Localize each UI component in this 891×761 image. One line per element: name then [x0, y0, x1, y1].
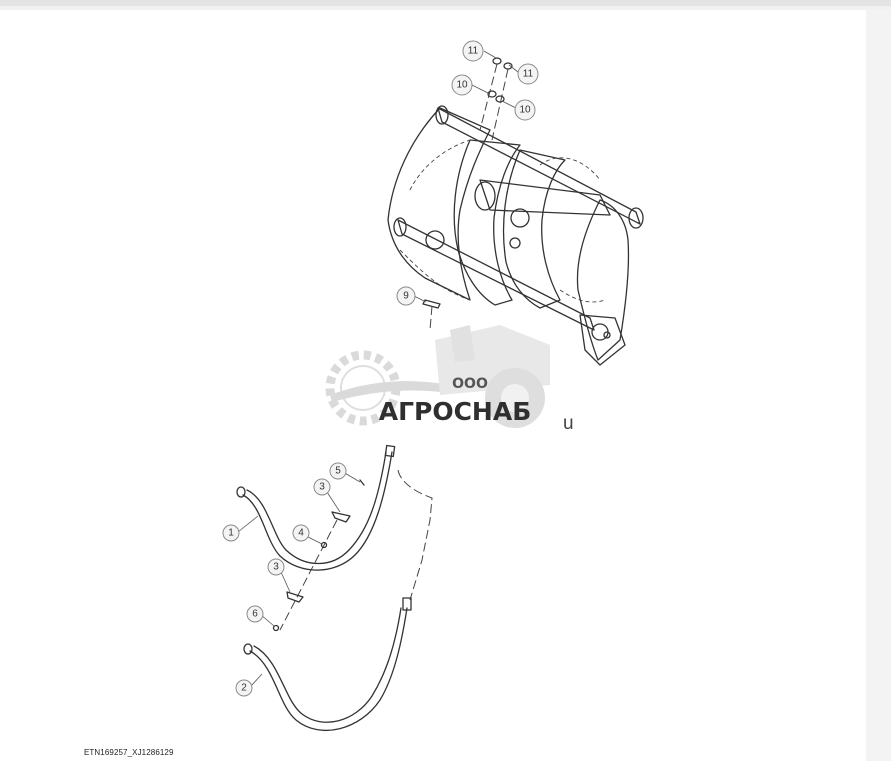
callout-10-b: 10	[514, 99, 536, 121]
top-bar	[0, 0, 891, 6]
coupler-frame-assembly	[387, 57, 644, 366]
callout-3-b-label: 3	[273, 562, 279, 573]
callout-11-b-label: 11	[523, 69, 534, 80]
callout-6-label: 6	[252, 609, 258, 620]
callout-9: 9	[396, 286, 416, 306]
callout-2: 2	[235, 679, 253, 697]
callout-9-label: 9	[403, 291, 409, 302]
callout-2-label: 2	[241, 683, 247, 694]
callout-10-b-label: 10	[519, 105, 531, 116]
watermark-company-name: АГРОСНАБ	[379, 397, 532, 426]
callout-5-label: 5	[335, 466, 341, 477]
page-gutter	[866, 10, 891, 761]
callout-10-a: 10	[451, 74, 473, 96]
callout-5: 5	[329, 462, 347, 480]
callout-4-label: 4	[298, 528, 304, 539]
callout-10-a-label: 10	[456, 80, 468, 91]
callout-6: 6	[246, 605, 264, 623]
watermark-logo	[325, 325, 550, 428]
callout-11-a: 11	[462, 40, 484, 62]
callout-3-a-label: 3	[319, 482, 325, 493]
callout-3-b: 3	[267, 558, 285, 576]
callout-11-a-label: 11	[468, 46, 479, 57]
figure-id-label: ETN169257_XJ1286129	[84, 748, 174, 757]
callout-1-label: 1	[228, 528, 234, 539]
callout-1: 1	[222, 524, 240, 542]
watermark-suffix: u	[563, 413, 574, 434]
callout-3-a: 3	[313, 478, 331, 496]
hoses-assembly	[236, 444, 433, 732]
callout-11-b: 11	[517, 63, 539, 85]
watermark-prefix: ООО	[452, 376, 488, 392]
callout-4: 4	[292, 524, 310, 542]
